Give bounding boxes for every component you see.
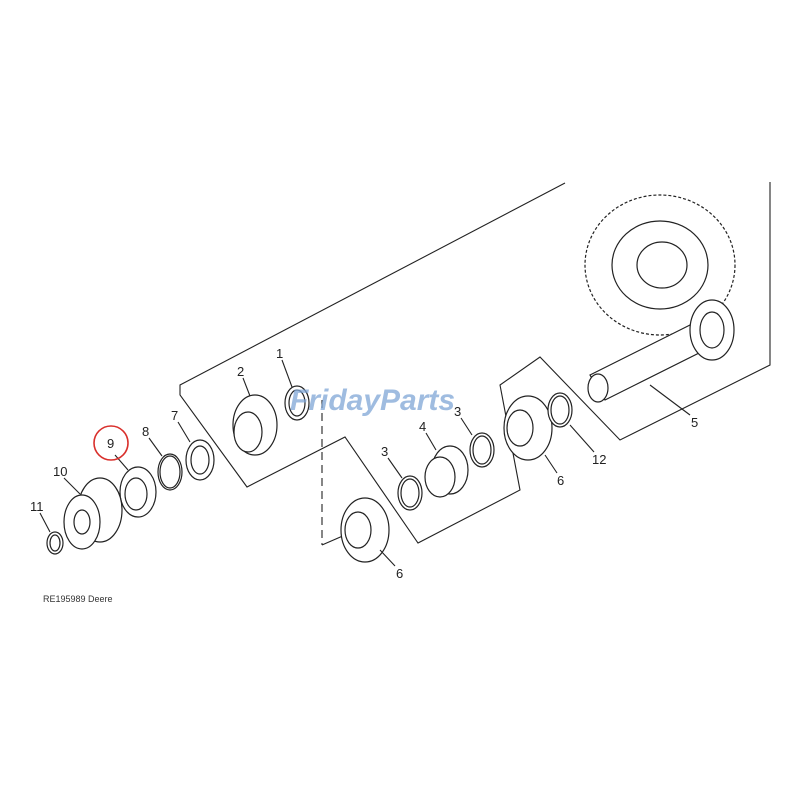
callout-3b: 3 bbox=[454, 404, 461, 419]
callout-5: 5 bbox=[691, 415, 698, 430]
callout-10: 10 bbox=[53, 464, 67, 479]
callout-7: 7 bbox=[171, 408, 178, 423]
part-1-snap-ring bbox=[284, 385, 310, 421]
leader-lines bbox=[39, 359, 691, 567]
part-4-spacer bbox=[424, 445, 469, 498]
part-6-bearing-lower bbox=[340, 497, 390, 563]
part-12-ring bbox=[547, 392, 573, 428]
group-outline-upper bbox=[179, 182, 771, 544]
highlight-circle bbox=[93, 425, 129, 461]
part-2-nut bbox=[232, 394, 278, 456]
callout-6b: 6 bbox=[396, 566, 403, 581]
diagram-caption: RE195989 Deere bbox=[43, 594, 113, 604]
callout-3a: 3 bbox=[381, 444, 388, 459]
part-3-shim-b bbox=[469, 432, 495, 468]
callout-8: 8 bbox=[142, 424, 149, 439]
part-3-shim-a bbox=[397, 475, 423, 511]
part-7-washer bbox=[185, 439, 215, 481]
callout-4: 4 bbox=[419, 419, 426, 434]
callout-11: 11 bbox=[30, 499, 44, 514]
part-10-flange bbox=[63, 477, 123, 550]
callout-1: 1 bbox=[276, 346, 283, 361]
ring-gear-pinion-shaft bbox=[584, 194, 736, 403]
callout-2: 2 bbox=[237, 364, 244, 379]
callout-12: 12 bbox=[592, 452, 606, 467]
watermark-logo: FridayParts bbox=[290, 384, 455, 417]
callout-9: 9 bbox=[107, 436, 114, 451]
part-11-washer bbox=[46, 531, 64, 555]
part-9-seal bbox=[119, 466, 157, 518]
part-6-bearing-upper bbox=[503, 395, 553, 461]
part-8-o-ring bbox=[157, 453, 183, 491]
callout-6a: 6 bbox=[557, 473, 564, 488]
